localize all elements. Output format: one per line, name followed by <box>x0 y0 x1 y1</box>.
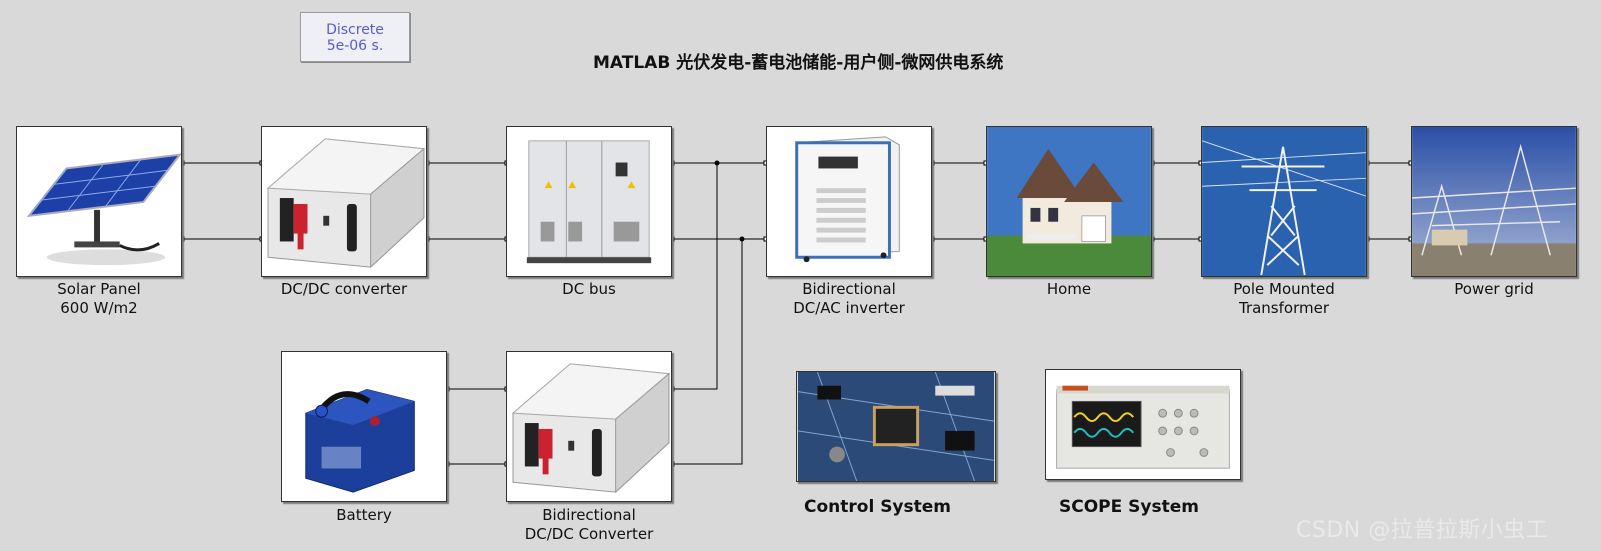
control-system-label: Control System <box>804 497 952 517</box>
model-title: MATLAB 光伏发电-蓄电池储能-用户侧-微网供电系统 <box>593 53 1004 73</box>
dcdc-converter-block[interactable] <box>261 126 427 277</box>
power-grid-label: Power grid <box>1454 280 1534 298</box>
solver-type: Discrete <box>326 22 384 38</box>
powergui-solver-block[interactable]: Discrete 5e-06 s. <box>300 12 410 62</box>
inverter-label: Bidirectional DC/AC inverter <box>793 280 905 317</box>
dc-bus-label: DC bus <box>562 280 616 298</box>
watermark: CSDN @拉普拉斯小虫工 <box>1296 518 1549 543</box>
power-grid-block[interactable] <box>1411 126 1577 277</box>
solar-panel-block[interactable] <box>16 126 182 277</box>
inverter-block[interactable] <box>766 126 932 277</box>
substation-icon <box>1412 127 1576 276</box>
oscilloscope-icon <box>1046 370 1240 479</box>
battery-icon <box>282 352 446 501</box>
dc-bus-block[interactable] <box>506 126 672 277</box>
solar-panel-label: Solar Panel 600 W/m2 <box>57 280 141 317</box>
circuit-board-icon <box>797 372 995 481</box>
solver-step: 5e-06 s. <box>326 38 384 54</box>
bidirectional-dcdc-label: Bidirectional DC/DC Converter <box>524 506 654 543</box>
inverter-cabinet-icon <box>767 127 931 276</box>
dc-bus-cabinet-icon <box>507 127 671 276</box>
scope-system-block[interactable] <box>1045 369 1241 480</box>
battery-block[interactable] <box>281 351 447 502</box>
home-block[interactable] <box>986 126 1152 277</box>
bidirectional-dcdc-block[interactable] <box>506 351 672 502</box>
battery-label: Battery <box>336 506 392 524</box>
converter-icon <box>507 352 671 501</box>
solar-panel-icon <box>17 127 181 276</box>
scope-system-label: SCOPE System <box>1059 497 1199 517</box>
dcdc-converter-label: DC/DC converter <box>280 280 408 298</box>
transformer-block[interactable] <box>1201 126 1367 277</box>
converter-icon <box>262 127 426 276</box>
control-system-block[interactable] <box>796 371 996 482</box>
transformer-label: Pole Mounted Transformer <box>1233 280 1335 317</box>
house-icon <box>987 127 1151 276</box>
transmission-tower-icon <box>1202 127 1366 276</box>
home-label: Home <box>1046 280 1092 298</box>
